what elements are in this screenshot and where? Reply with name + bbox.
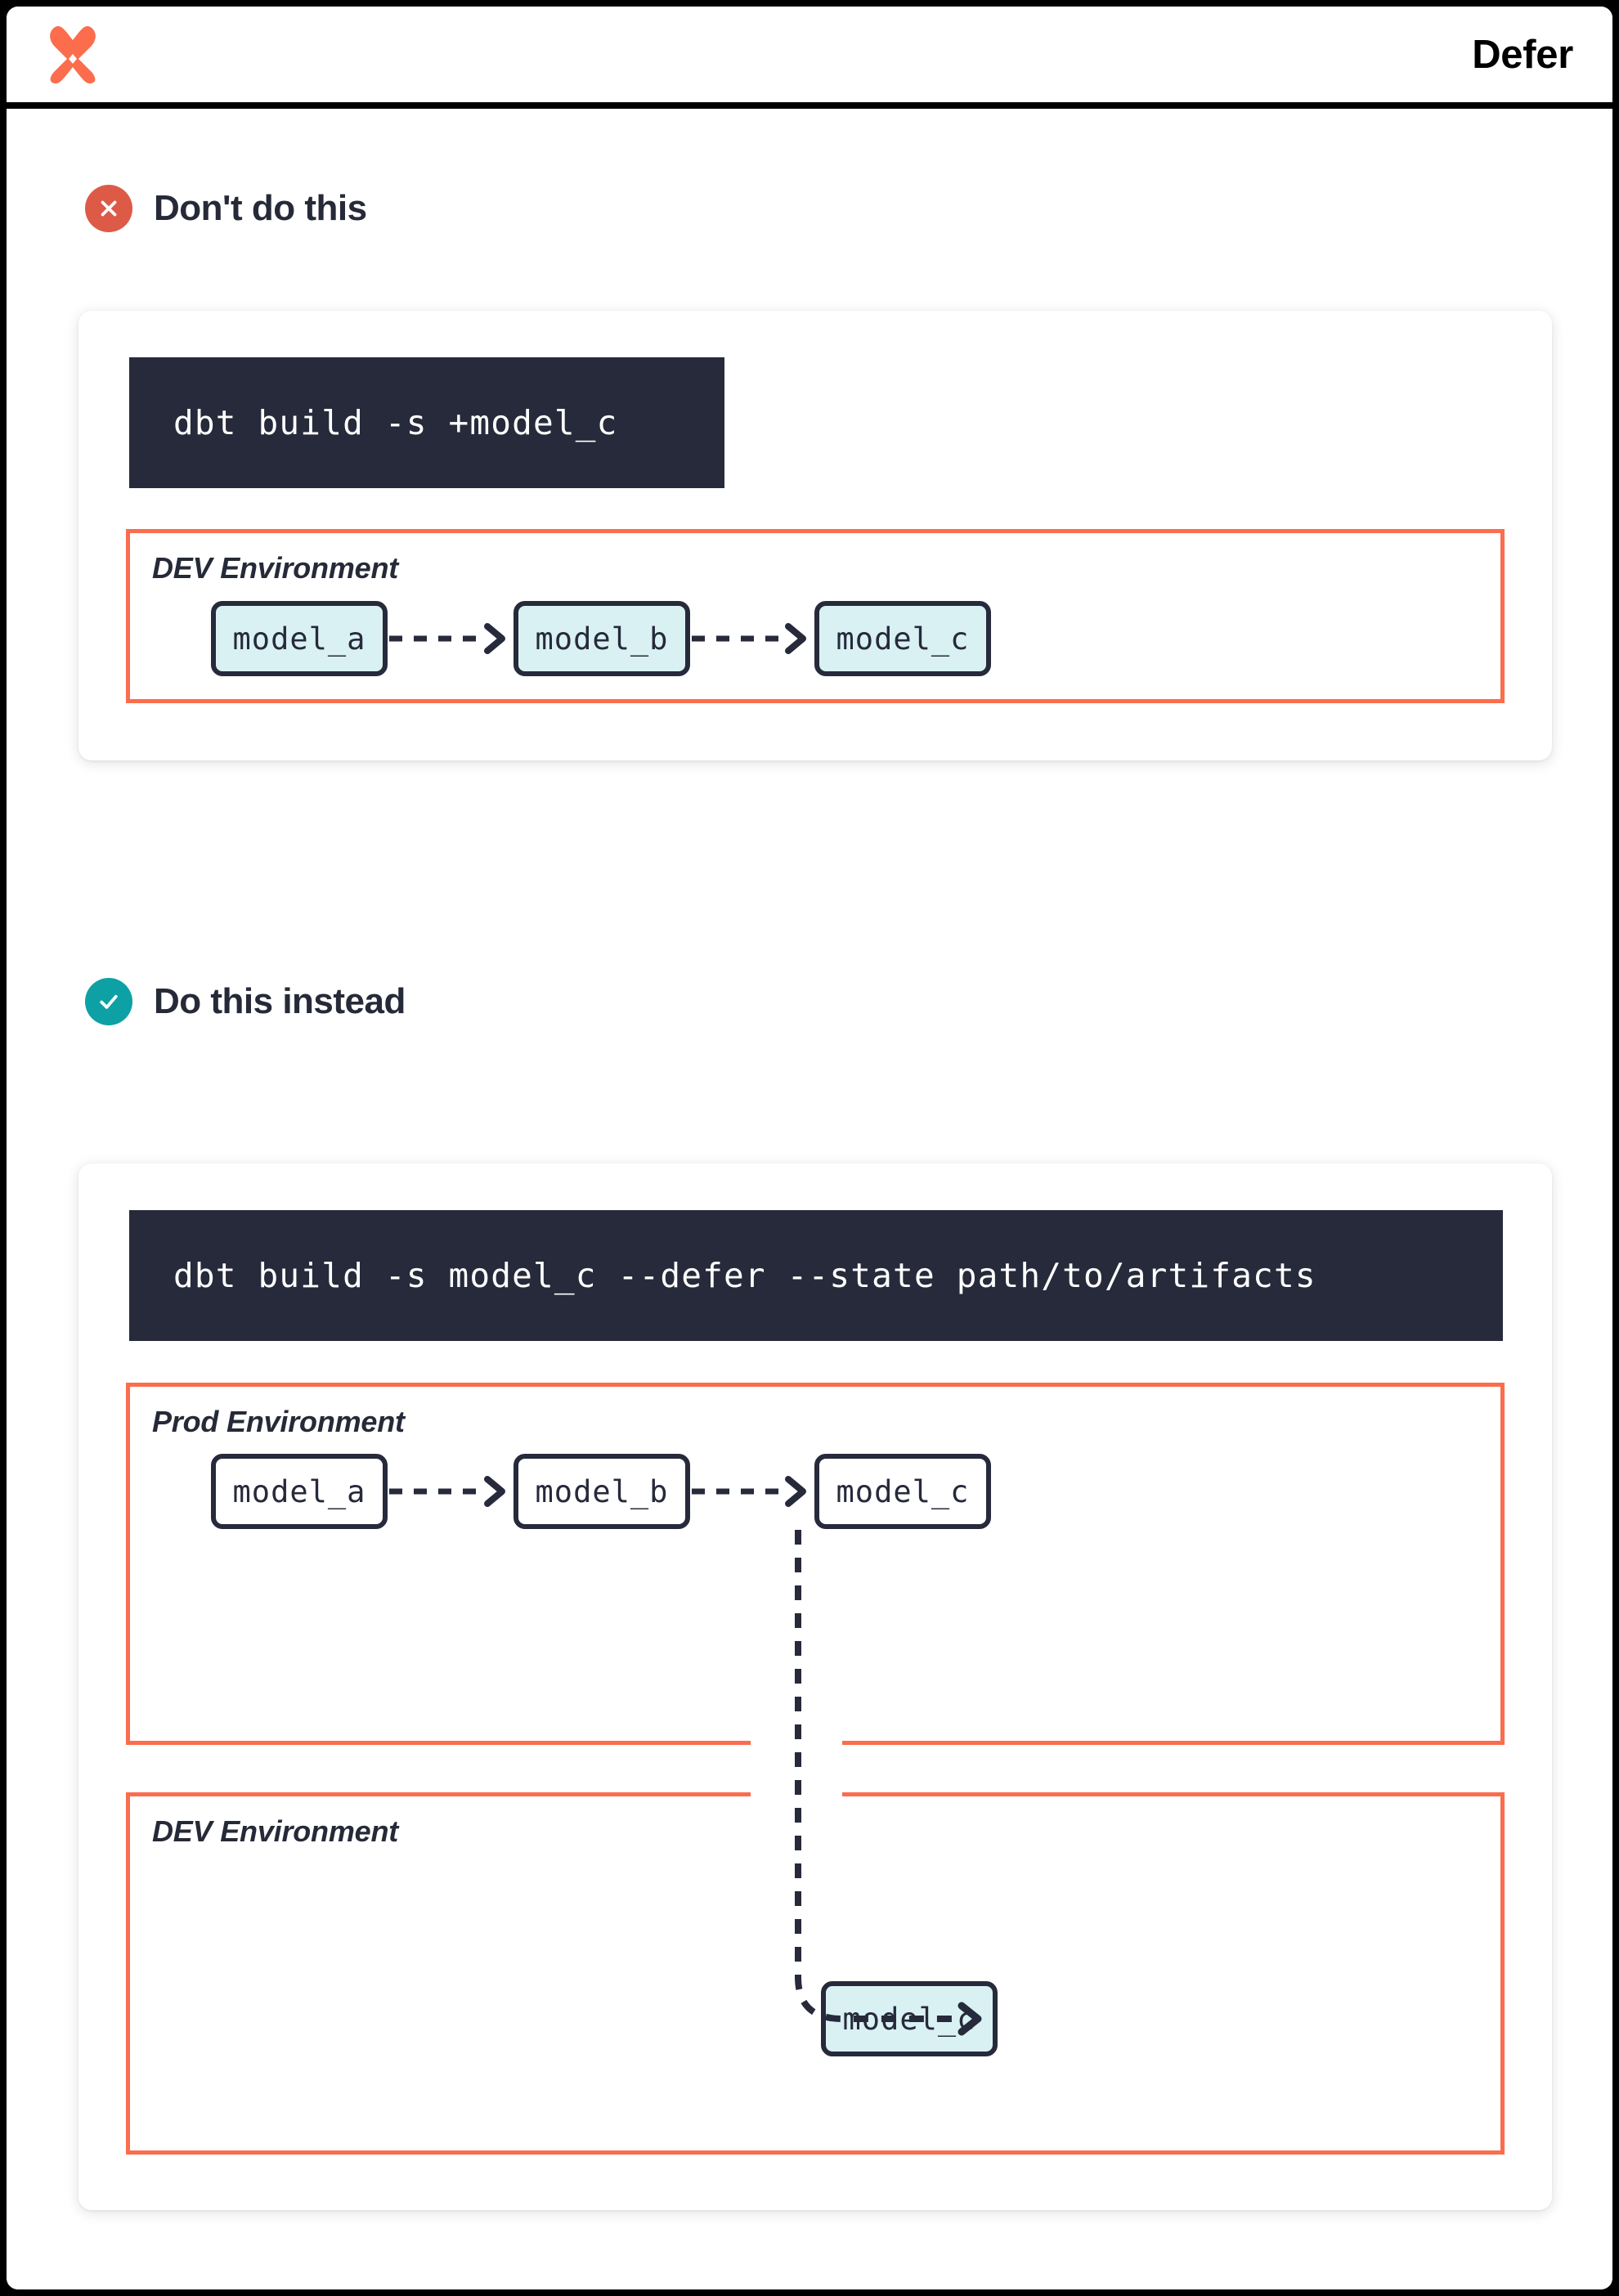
header-bar: Defer	[7, 7, 1612, 102]
env-label-dev-dont: DEV Environment	[152, 551, 399, 585]
env-label-dev-do: DEV Environment	[152, 1814, 399, 1848]
border-gap-prod	[751, 1738, 842, 1751]
dbt-logo-icon	[46, 25, 100, 85]
node-model-c-dont[interactable]: model_c	[814, 601, 991, 676]
x-circle-icon	[85, 185, 132, 232]
code-block-do: dbt build -s model_c --defer --state pat…	[129, 1210, 1503, 1341]
card-do: dbt build -s model_c --defer --state pat…	[78, 1164, 1552, 2210]
node-model-a-prod[interactable]: model_a	[211, 1454, 388, 1529]
node-model-b-dont[interactable]: model_b	[514, 601, 690, 676]
section-title-dont: Don't do this	[154, 188, 367, 228]
node-model-c-dev[interactable]: model_c	[821, 1981, 998, 2056]
node-model-b-prod[interactable]: model_b	[514, 1454, 690, 1529]
env-label-prod: Prod Environment	[152, 1405, 405, 1438]
page-frame: Defer Don't do this dbt build -s +model_…	[7, 7, 1612, 2289]
page-body: Don't do this dbt build -s +model_c DEV …	[7, 109, 1612, 2289]
page-title: Defer	[1472, 33, 1573, 77]
section-header-do: Do this instead	[85, 978, 406, 1025]
node-model-a-dont[interactable]: model_a	[211, 601, 388, 676]
node-model-c-prod[interactable]: model_c	[814, 1454, 991, 1529]
card-dont: dbt build -s +model_c DEV Environment mo…	[78, 311, 1552, 760]
env-box-dev-dont	[126, 529, 1505, 703]
section-header-dont: Don't do this	[85, 185, 367, 232]
header-divider	[7, 102, 1612, 109]
check-circle-icon	[85, 978, 132, 1025]
border-gap-dev	[751, 1787, 842, 1800]
code-block-dont: dbt build -s +model_c	[129, 357, 724, 488]
section-title-do: Do this instead	[154, 981, 406, 1021]
